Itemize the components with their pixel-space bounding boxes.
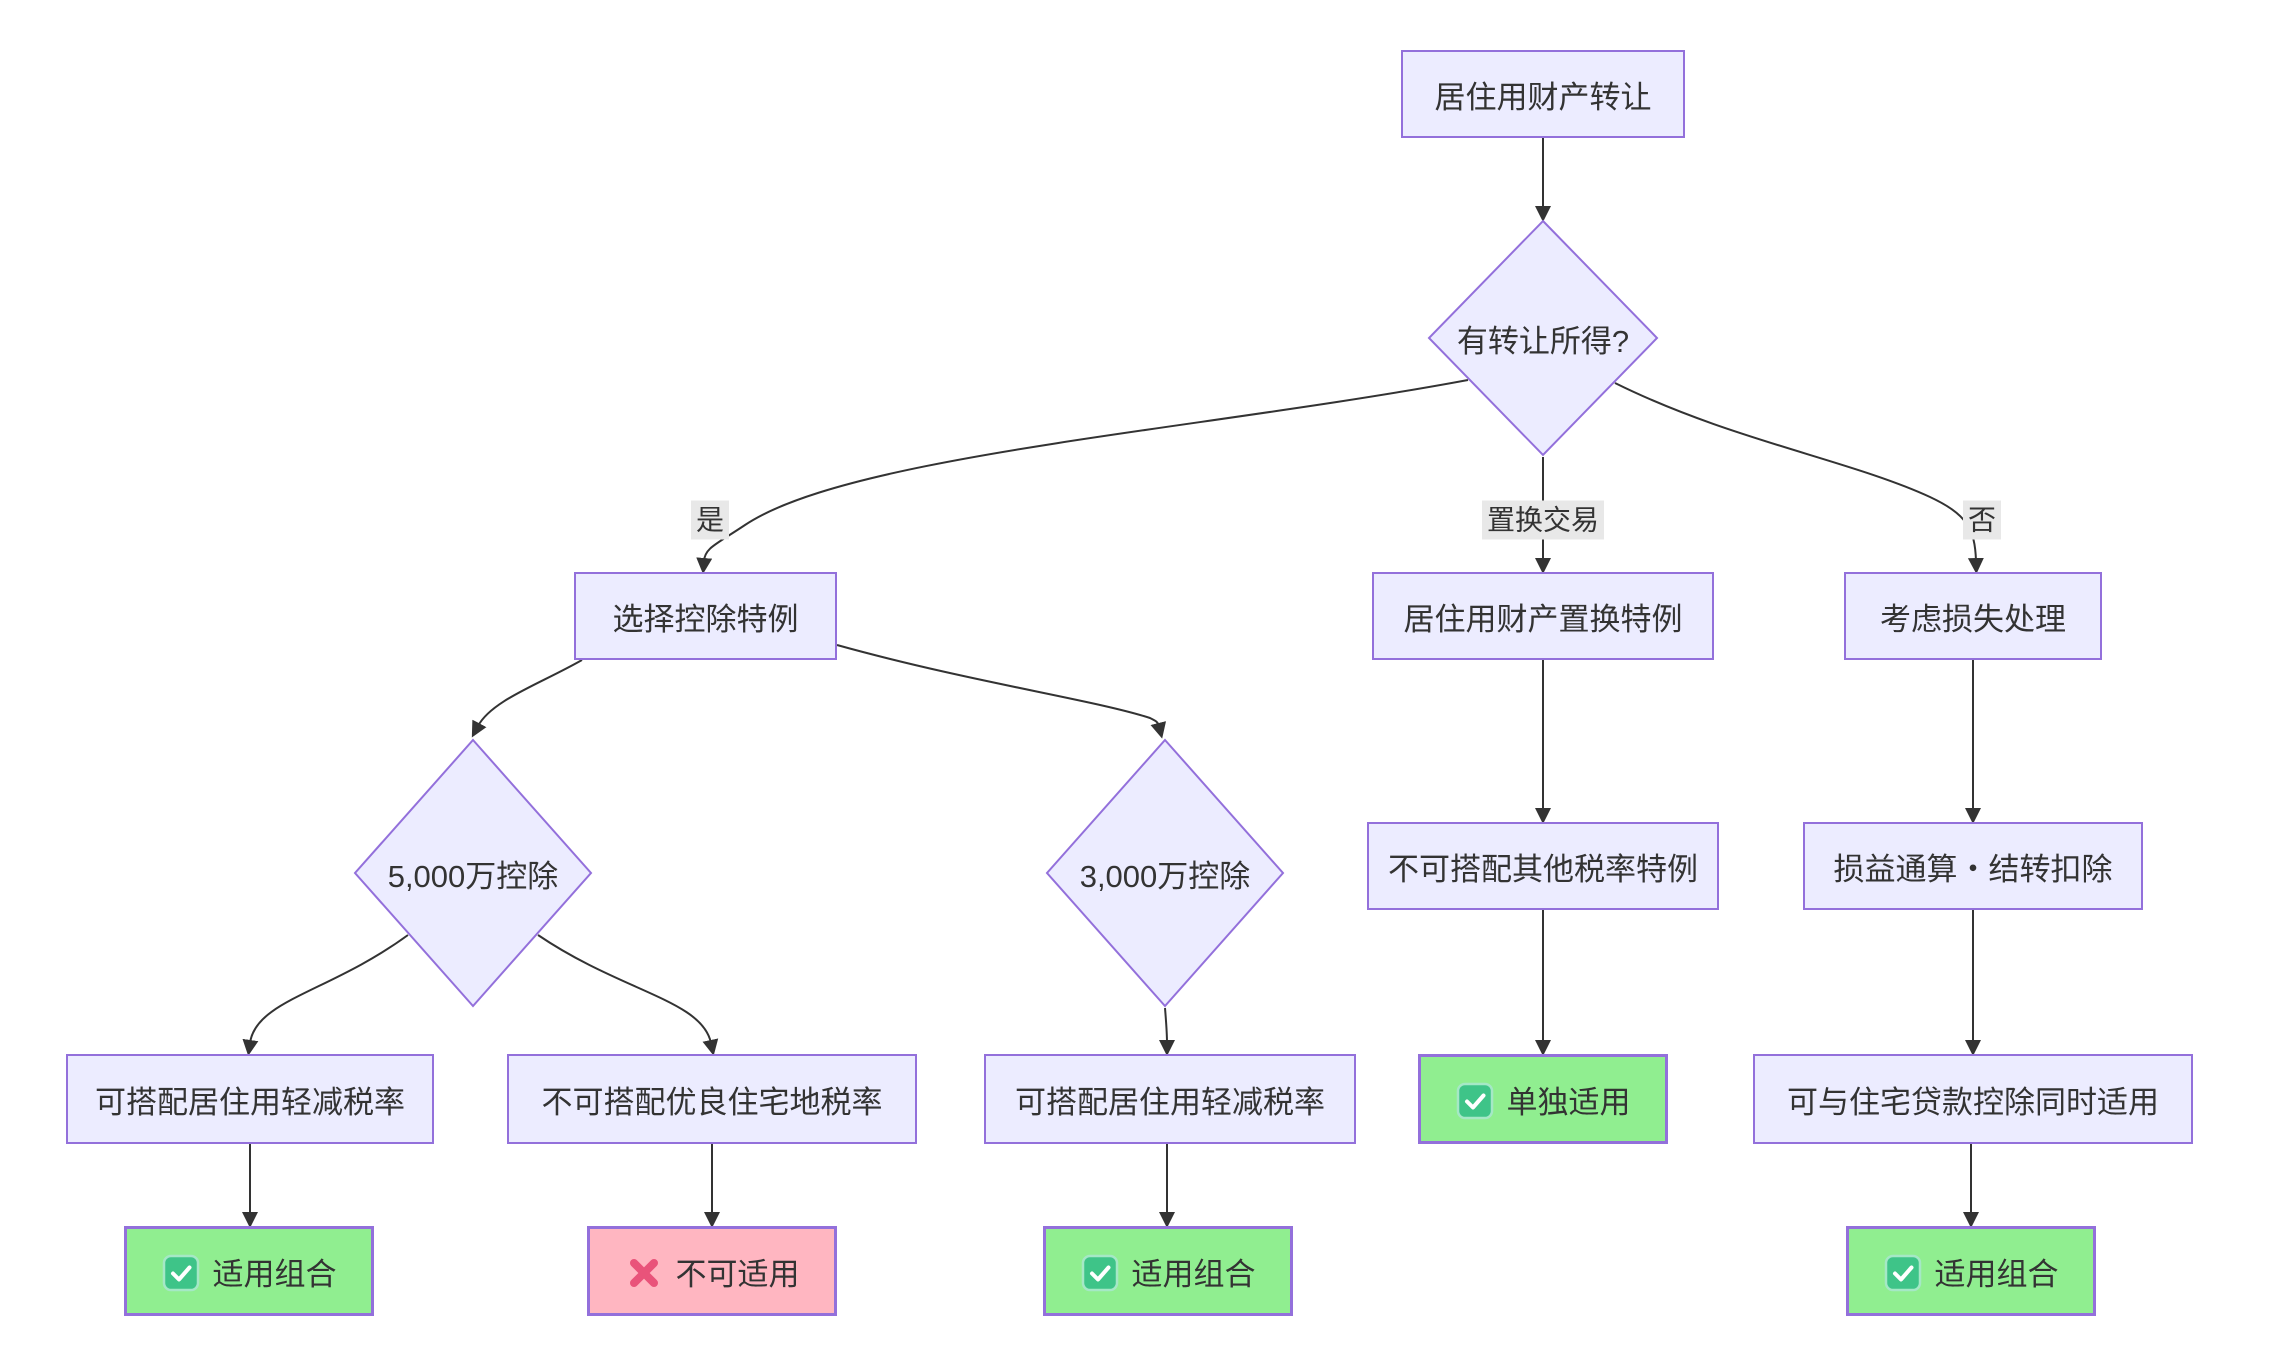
check-icon xyxy=(1456,1082,1494,1120)
node-apply-alone: 单独适用 xyxy=(1418,1054,1668,1144)
decision-50-million-deduction: 5,000万控除 xyxy=(353,738,593,1008)
node-label: 可搭配居住用轻减税率 xyxy=(95,1084,405,1120)
node-label: 5,000万控除 xyxy=(387,858,559,894)
edge-d5000-c2 xyxy=(537,934,719,1056)
diamond-shape xyxy=(353,738,593,1008)
decision-has-transfer-income: 有转让所得? xyxy=(1427,219,1659,457)
edge-income-loss xyxy=(1614,382,1984,574)
check-icon xyxy=(1081,1254,1119,1292)
node-applicable-combo-2: 适用组合 xyxy=(1043,1226,1293,1316)
node-label: 选择控除特例 xyxy=(612,601,799,637)
cross-icon xyxy=(625,1254,663,1292)
node-loss-aggregation-carryover: 损益通算・结转扣除 xyxy=(1803,822,2143,910)
check-icon xyxy=(1884,1254,1922,1292)
node-can-combine-reduced-rate-2: 可搭配居住用轻减税率 xyxy=(984,1054,1356,1144)
node-label: 适用组合 xyxy=(1934,1256,2059,1292)
node-label: 适用组合 xyxy=(212,1256,337,1292)
node-label: 可与住宅贷款控除同时适用 xyxy=(1787,1084,2159,1120)
edge-choose-d3000 xyxy=(836,644,1167,739)
node-residential-replacement-special: 居住用财产置换特例 xyxy=(1372,572,1714,660)
diamond-shape xyxy=(1427,219,1659,457)
diamond-shape xyxy=(1045,738,1285,1008)
edge-d3000-c3 xyxy=(1158,1007,1175,1056)
node-label: 可搭配居住用轻减税率 xyxy=(1015,1084,1325,1120)
node-label: 居住用财产转让 xyxy=(1434,79,1652,115)
node-label: 适用组合 xyxy=(1131,1256,1256,1292)
node-cannot-combine-premium-land-rate: 不可搭配优良住宅地税率 xyxy=(507,1054,917,1144)
node-consider-loss-handling: 考虑损失处理 xyxy=(1844,572,2102,660)
node-label: 3,000万控除 xyxy=(1079,858,1251,894)
edge-label-no: 否 xyxy=(1962,500,2002,540)
node-not-applicable: 不可适用 xyxy=(587,1226,837,1316)
node-label: 不可搭配优良住宅地税率 xyxy=(541,1084,883,1120)
node-residential-property-transfer: 居住用财产转让 xyxy=(1401,50,1685,138)
node-no-combine-other-rate-special: 不可搭配其他税率特例 xyxy=(1367,822,1719,910)
node-label: 有转让所得? xyxy=(1456,323,1630,359)
node-label: 考虑损失处理 xyxy=(1880,601,2066,637)
edge-choose-d5000 xyxy=(471,659,583,738)
edge-d5000-c1 xyxy=(242,934,409,1056)
node-label: 单独适用 xyxy=(1506,1084,1631,1120)
node-applicable-combo-3: 适用组合 xyxy=(1846,1226,2096,1316)
node-choose-deduction-special: 选择控除特例 xyxy=(574,572,837,660)
node-label: 居住用财产置换特例 xyxy=(1403,601,1683,637)
node-combine-with-housing-loan-deduction: 可与住宅贷款控除同时适用 xyxy=(1753,1054,2193,1144)
node-label: 不可搭配其他税率特例 xyxy=(1388,851,1698,887)
edge-label-replacement-transaction: 置换交易 xyxy=(1481,500,1605,540)
node-applicable-combo-1: 适用组合 xyxy=(124,1226,374,1316)
node-label: 不可适用 xyxy=(675,1256,800,1292)
node-can-combine-reduced-rate-1: 可搭配居住用轻减税率 xyxy=(66,1054,434,1144)
edge-label-yes: 是 xyxy=(690,500,730,540)
check-icon xyxy=(162,1254,200,1292)
node-label: 损益通算・结转扣除 xyxy=(1833,851,2113,887)
edge-income-choose xyxy=(696,379,1469,574)
decision-30-million-deduction: 3,000万控除 xyxy=(1045,738,1285,1008)
